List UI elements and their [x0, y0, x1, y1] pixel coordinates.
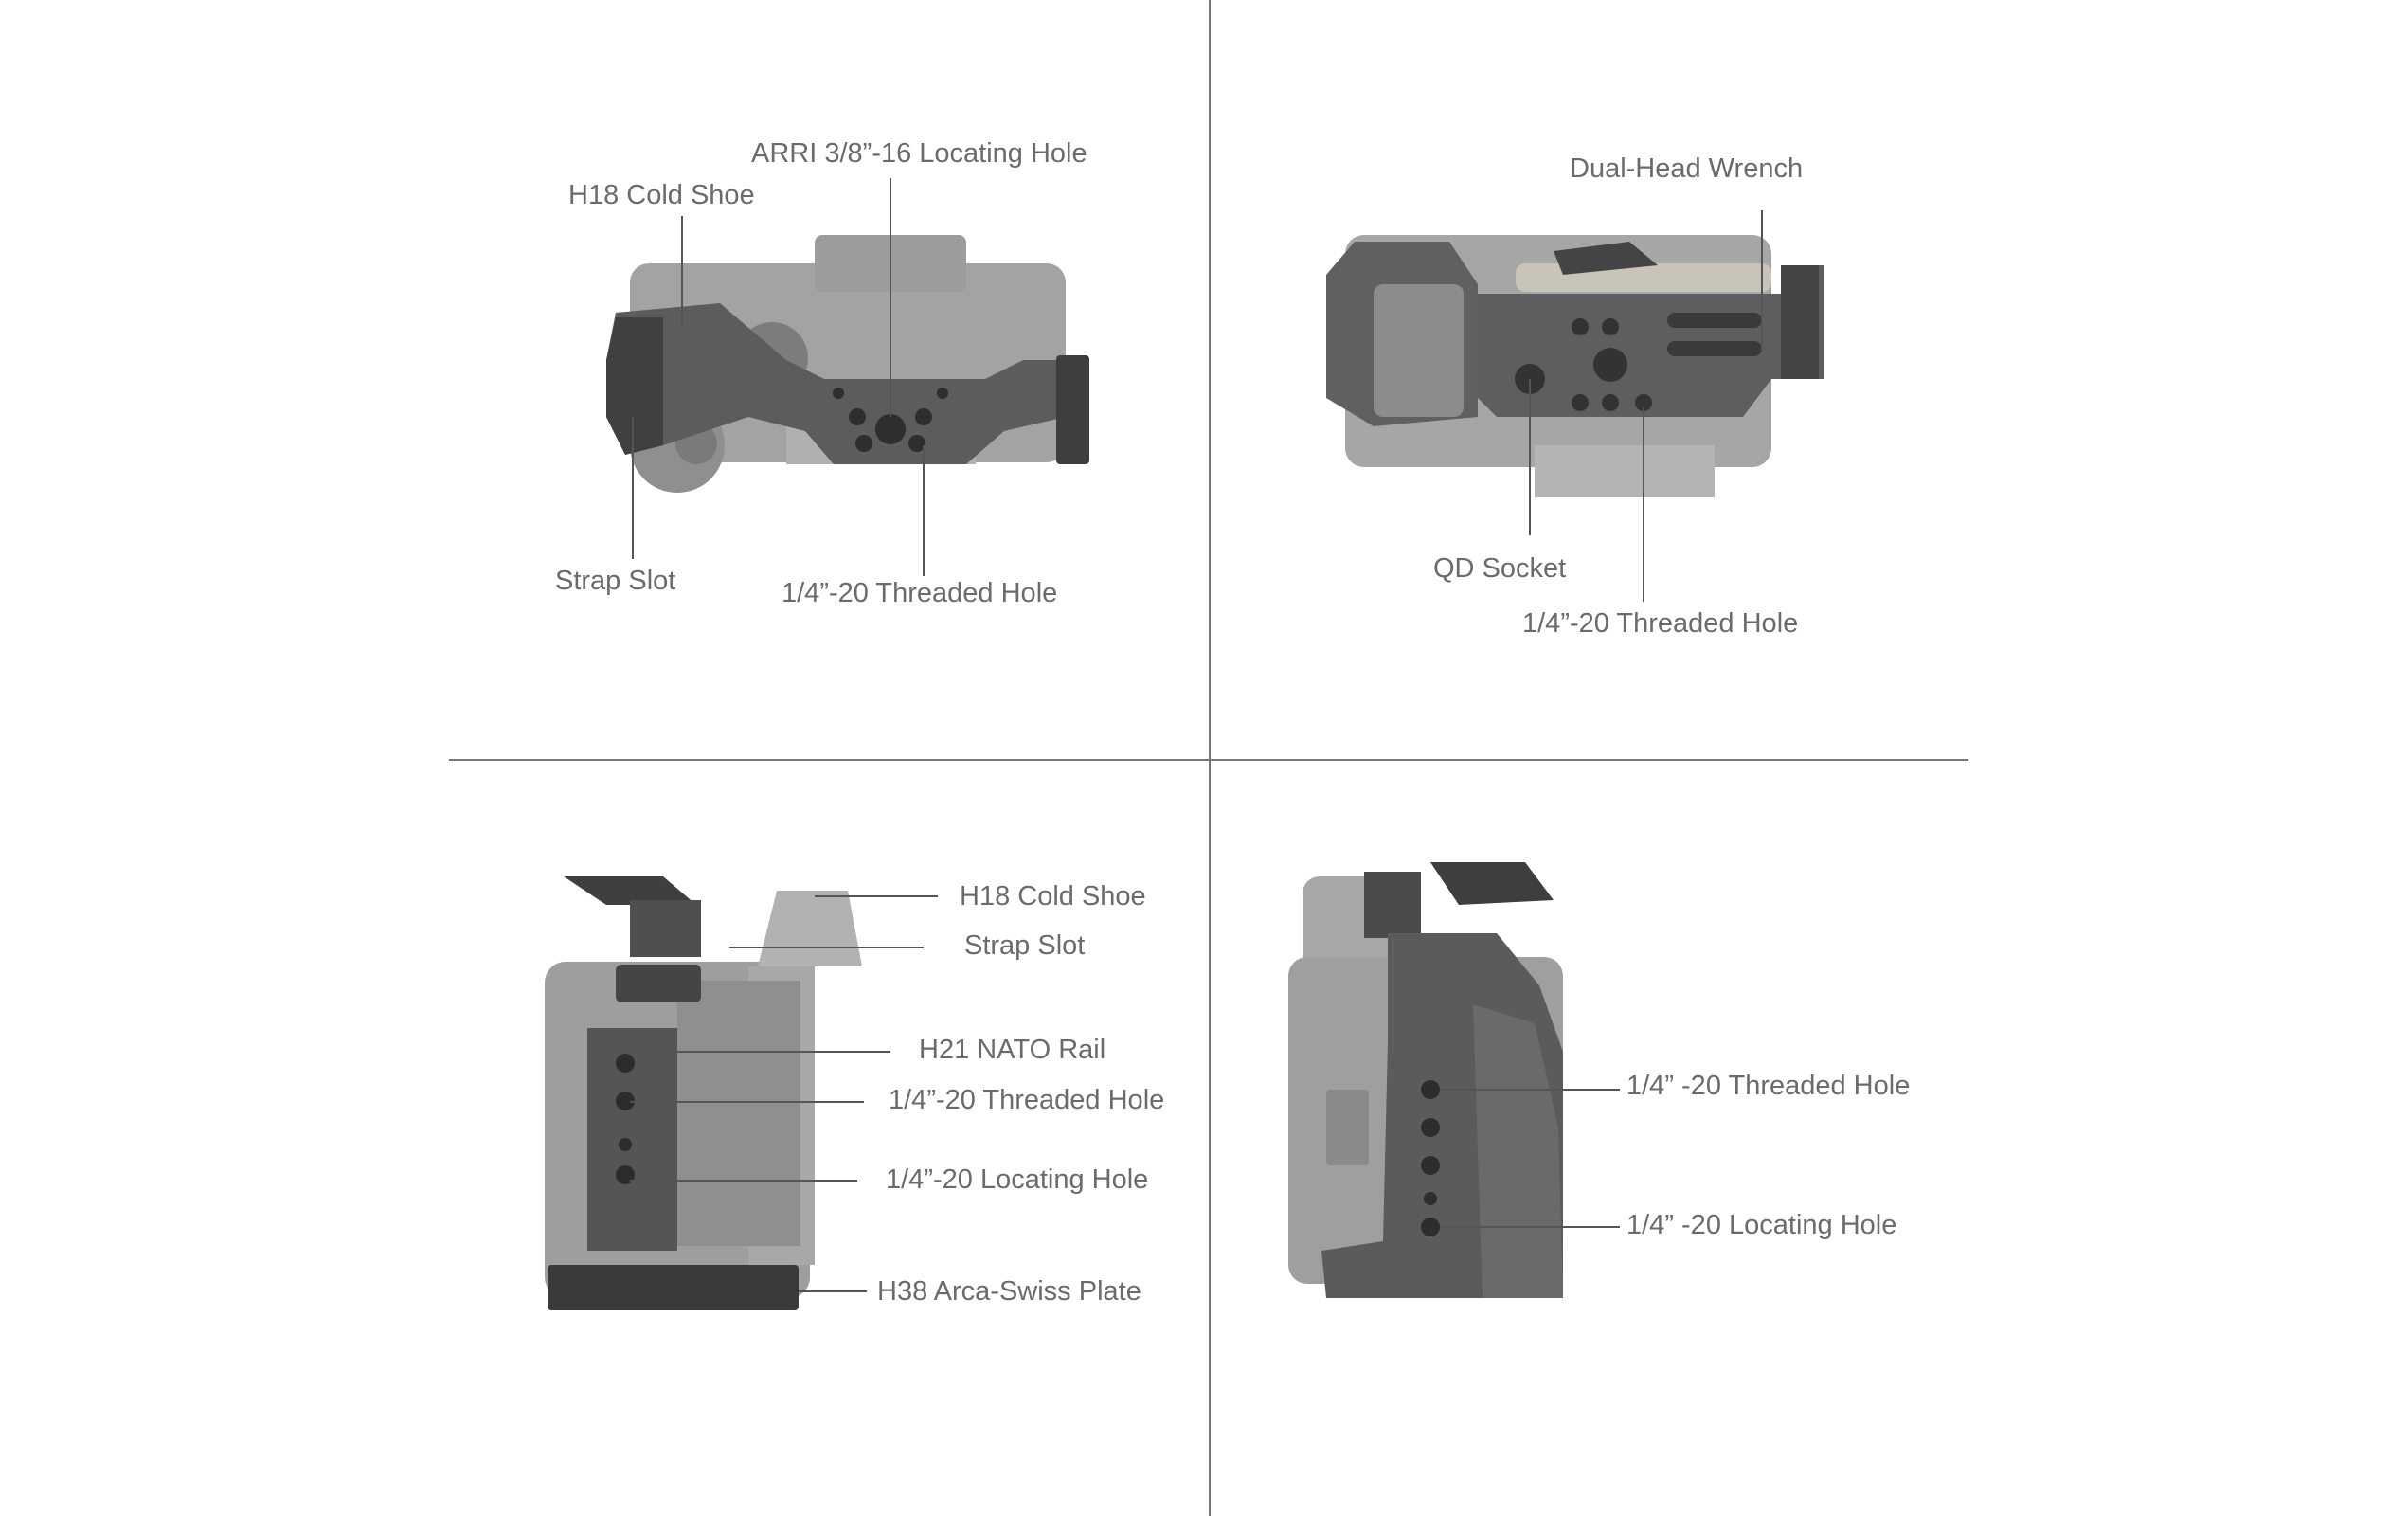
- label-strap-slot-top: Strap Slot: [555, 566, 676, 596]
- label-dual-head-wrench: Dual-Head Wrench: [1570, 153, 1804, 184]
- label-h18-cold-shoe-side: H18 Cold Shoe: [960, 881, 1146, 911]
- label-h18-cold-shoe-top: H18 Cold Shoe: [568, 180, 755, 210]
- label-strap-slot-side: Strap Slot: [964, 930, 1086, 961]
- right-side-leaders: [1440, 1089, 1620, 1228]
- camera-left-side-view: [545, 876, 862, 1310]
- label-threaded-hole-left: 1/4”-20 Threaded Hole: [889, 1085, 1165, 1115]
- camera-bottom-view: [1326, 235, 1824, 497]
- label-threaded-hole-top: 1/4”-20 Threaded Hole: [782, 578, 1058, 608]
- label-h21-nato-rail: H21 NATO Rail: [919, 1035, 1106, 1065]
- left-side-leaders: [630, 895, 938, 1292]
- bottom-view-leaders: [1529, 210, 1763, 602]
- camera-right-side-view: [1288, 862, 1563, 1298]
- label-threaded-hole-right: 1/4” -20 Threaded Hole: [1626, 1071, 1911, 1101]
- label-locating-hole-right: 1/4” -20 Locating Hole: [1626, 1210, 1897, 1240]
- label-h38-arca-plate: H38 Arca-Swiss Plate: [877, 1276, 1141, 1307]
- label-arri-locating-hole: ARRI 3/8”-16 Locating Hole: [751, 138, 1087, 169]
- top-view-leaders: [632, 178, 925, 576]
- label-locating-hole-left: 1/4”-20 Locating Hole: [886, 1164, 1149, 1195]
- label-qd-socket: QD Socket: [1433, 553, 1567, 584]
- camera-top-view: [606, 235, 1089, 493]
- label-threaded-hole-bottom: 1/4”-20 Threaded Hole: [1522, 608, 1799, 639]
